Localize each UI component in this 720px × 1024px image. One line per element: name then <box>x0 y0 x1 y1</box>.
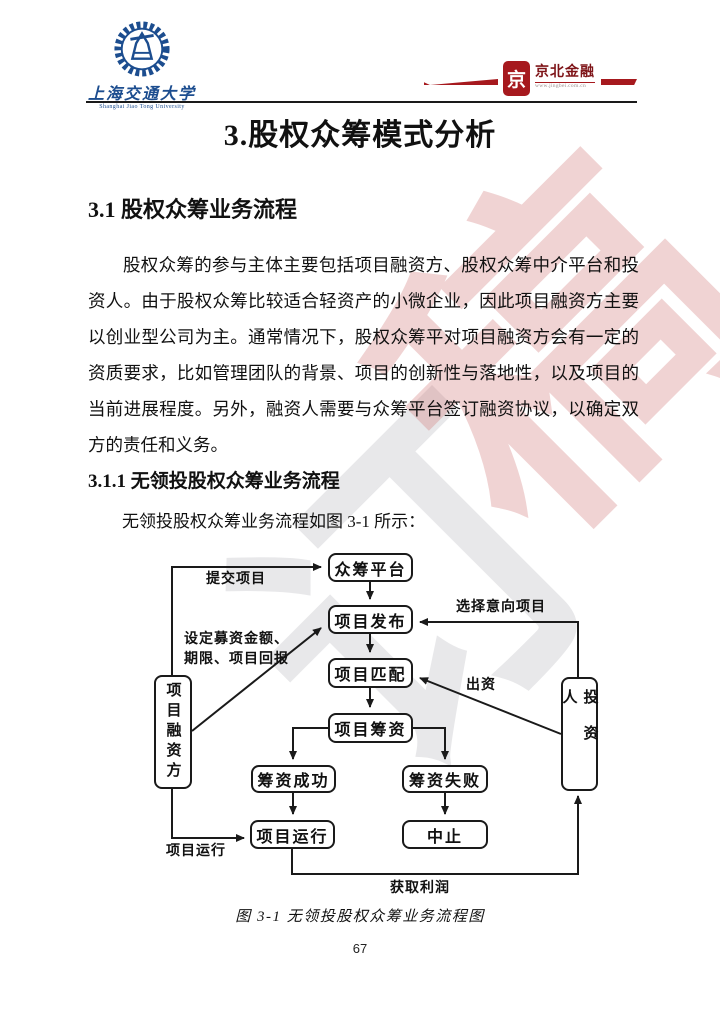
node-investor: 投资人 <box>561 677 598 791</box>
node-project-financier: 项目融资方 <box>154 675 192 789</box>
node-project-match: 项目匹配 <box>328 658 413 688</box>
node-fundraise-success: 筹资成功 <box>251 765 336 793</box>
figure-caption: 图 3-1 无领投股权众筹业务流程图 <box>235 909 485 925</box>
node-project-financier-label: 项目融资方 <box>164 682 181 782</box>
university-logo: 上海交通大学 Shanghai Jiao Tong University <box>82 20 202 110</box>
brand-logo: 京 京北金融 www.jingbei.com.cn <box>424 58 639 98</box>
node-crowdfunding-platform: 众筹平台 <box>328 553 413 582</box>
edge-label-choose-project: 选择意向项目 <box>456 600 546 615</box>
node-investor-label: 投资人 <box>560 689 598 761</box>
section-3-1-heading: 3.1 股权众筹业务流程 <box>88 197 298 222</box>
brand-name: 京北金融 <box>535 65 595 81</box>
section-3-1-1-heading: 3.1.1 无领投股权众筹业务流程 <box>88 471 340 492</box>
edge-label-submit-project: 提交项目 <box>206 572 266 587</box>
node-project-publish: 项目发布 <box>328 605 413 634</box>
brand-url: www.jingbei.com.cn <box>535 82 595 90</box>
page-title: 3.股权众筹模式分析 <box>223 119 497 152</box>
university-name-en: Shanghai Jiao Tong University <box>99 104 185 110</box>
node-terminate: 中止 <box>402 820 488 849</box>
section-3-1-paragraph: 股权众筹的参与主体主要包括项目融资方、股权众筹中介平台和投资人。由于股权众筹比较… <box>88 255 639 455</box>
page-number: 67 <box>352 941 368 956</box>
brand-rule-left <box>424 79 498 85</box>
node-project-fundraise: 项目筹资 <box>328 713 413 743</box>
edge-label-set-terms: 设定募资金额、 期限、项目回报 <box>184 632 289 667</box>
edge-label-invest: 出资 <box>466 678 496 693</box>
figure-intro-text: 无领投股权众筹业务流程如图 3-1 所示： <box>122 512 426 531</box>
university-gear-emblem-icon <box>114 21 170 77</box>
jingbei-seal-icon: 京 <box>503 60 530 96</box>
header-divider <box>86 101 637 103</box>
node-project-operation: 项目运行 <box>250 820 335 849</box>
edge-label-operate: 项目运行 <box>166 844 226 859</box>
node-fundraise-fail: 筹资失败 <box>402 765 488 793</box>
edge-label-profit: 获取利润 <box>390 881 450 896</box>
brand-rule-right <box>601 79 637 85</box>
university-name-zh: 上海交通大学 <box>87 86 196 103</box>
